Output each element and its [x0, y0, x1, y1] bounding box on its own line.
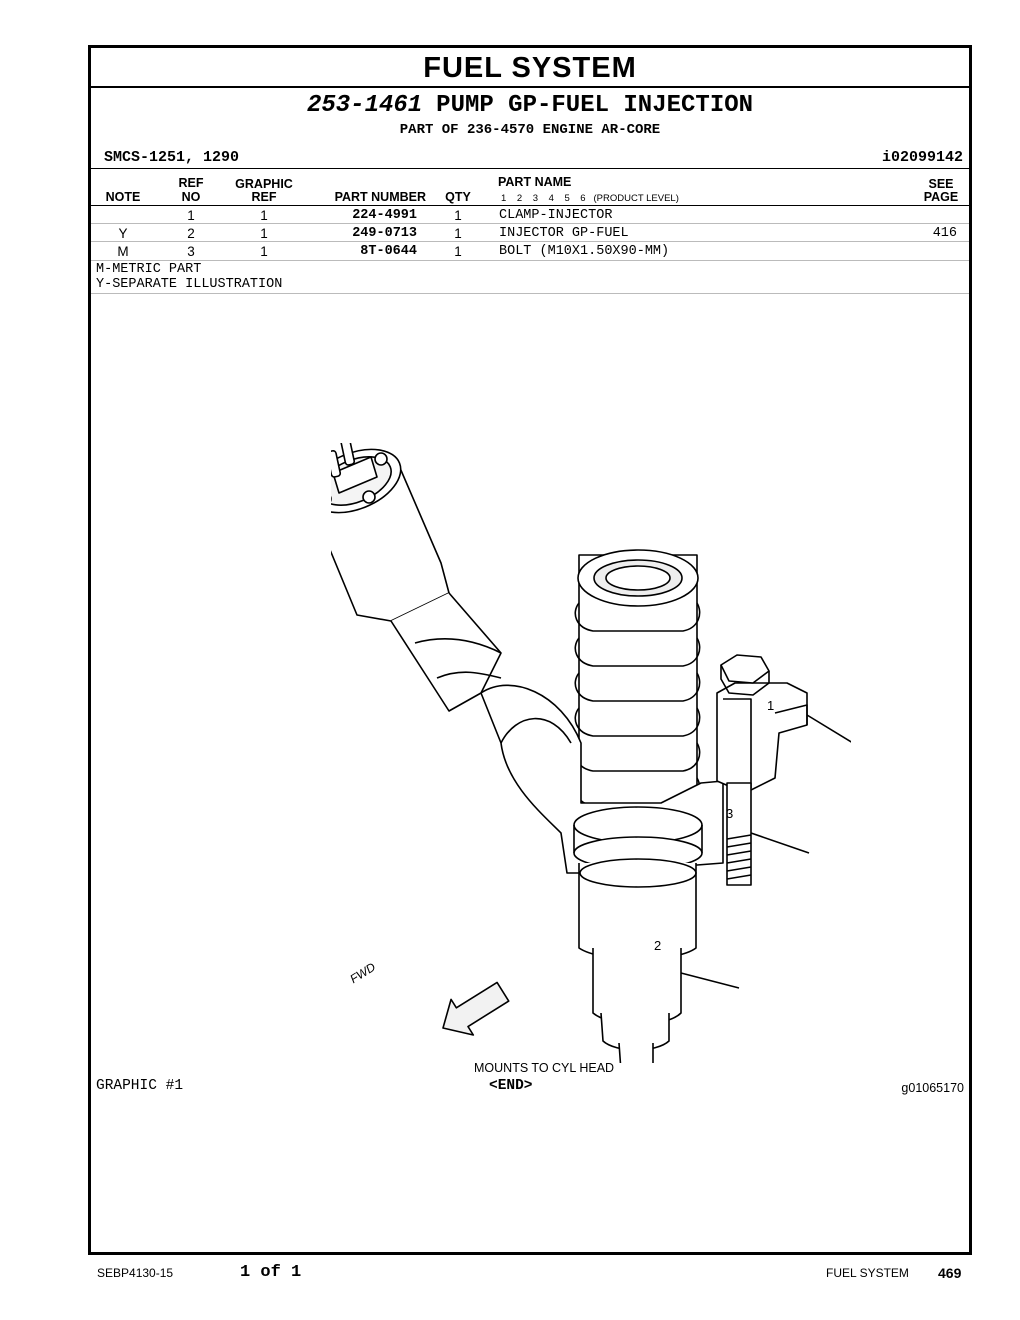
injector-spring [574, 549, 701, 821]
footer-section: FUEL SYSTEM [826, 1266, 909, 1280]
header-divider [91, 205, 969, 206]
callout-2: 2 [654, 938, 662, 953]
injector-solenoid [331, 443, 502, 712]
injector-clamp [716, 654, 808, 794]
row-divider [91, 223, 969, 224]
fwd-arrow-icon [442, 981, 510, 1036]
header-qty: QTY [445, 190, 471, 204]
end-label: <END> [489, 1078, 533, 1094]
part-of-line: PART OF 236-4570 ENGINE AR-CORE [399, 122, 661, 138]
fuel-injector-illustration [331, 443, 851, 1063]
group-title: 253-1461 PUMP GP-FUEL INJECTION [91, 92, 969, 120]
footer-page-of: 1 of 1 [240, 1263, 302, 1282]
product-levels: 1 2 3 4 5 6 (PRODUCT LEVEL) [501, 193, 679, 204]
injector-body [480, 684, 724, 1063]
header-see-bottom: PAGE [923, 190, 959, 204]
header-ref-bottom: NO [181, 190, 201, 204]
page-frame: FUEL SYSTEM 253-1461 PUMP GP-FUEL INJECTI… [88, 45, 972, 1255]
header-ref-top: REF [178, 176, 204, 190]
leader-line-1 [806, 714, 851, 743]
footer-doc-code: SEBP4130-15 [97, 1266, 174, 1280]
row-divider [91, 241, 969, 242]
header-see-top: SEE [928, 177, 954, 191]
header-part-name: PART NAME [498, 175, 572, 189]
note-separate-illustration: Y-SEPARATE ILLUSTRATION [96, 277, 283, 292]
header-note: NOTE [105, 190, 141, 204]
notes-divider [91, 293, 969, 294]
note-metric: M-METRIC PART [96, 262, 202, 277]
footer-page-number: 469 [938, 1265, 962, 1281]
row-divider [91, 260, 969, 261]
leader-line-3 [750, 832, 810, 854]
mounts-label: MOUNTS TO CYL HEAD [474, 1061, 615, 1075]
header-graphic-top: GRAPHIC [235, 177, 293, 191]
divider [91, 168, 969, 169]
callout-1: 1 [767, 698, 775, 713]
smcs-codes: SMCS-1251, 1290 [104, 149, 240, 166]
illustration-id: i02099142 [881, 149, 963, 166]
header-part-number: PART NUMBER [334, 190, 426, 204]
graphic-label: GRAPHIC #1 [96, 1078, 184, 1094]
group-name: PUMP GP-FUEL INJECTION [436, 92, 754, 119]
graphic-code: g01065170 [901, 1081, 964, 1095]
section-title: FUEL SYSTEM [91, 48, 969, 88]
callout-3: 3 [726, 806, 734, 821]
bolt-shank [726, 782, 752, 886]
header-graphic-bottom: REF [251, 190, 277, 204]
group-number: 253-1461 [306, 92, 423, 119]
leader-line-2 [680, 972, 740, 989]
